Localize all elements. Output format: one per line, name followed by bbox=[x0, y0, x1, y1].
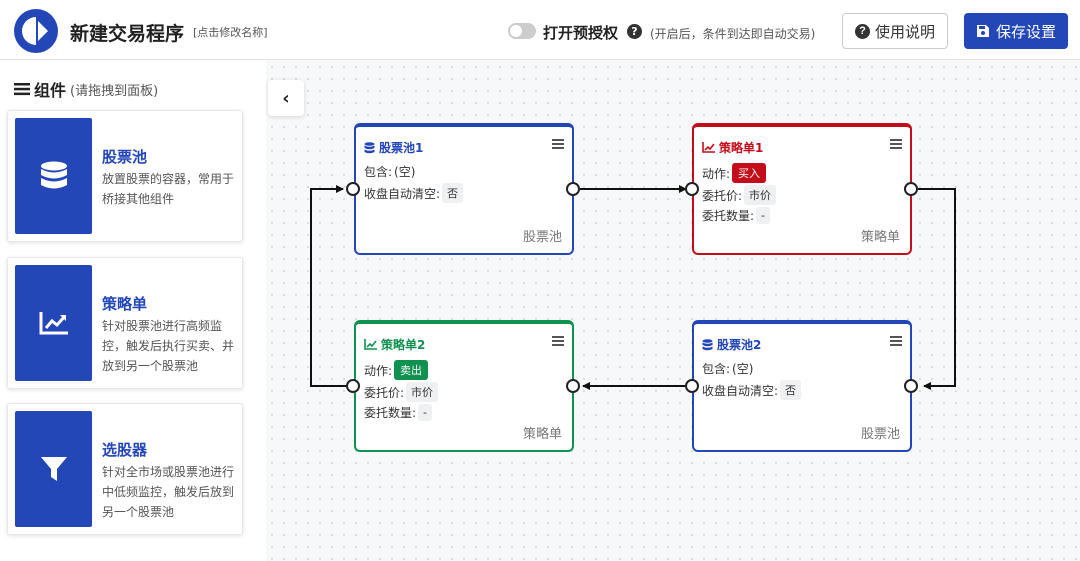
component-card-strategy[interactable]: 策略单 针对股票池进行高频监控，触发后执行买卖、并放到另一个股票池 bbox=[7, 257, 243, 389]
quantity-value[interactable]: - bbox=[756, 207, 771, 224]
action-value-sell[interactable]: 卖出 bbox=[394, 360, 429, 380]
node-strategy-2[interactable]: 策略单2 动作: 卖出 委托价: 市价 委托数量: - 策略单 bbox=[354, 320, 574, 452]
guide-button[interactable]: ? 使用说明 bbox=[842, 13, 948, 49]
component-sidebar: 组件 (请拖拽到面板) 股票池 放置股票的容器，常用于桥接其他组件 策略单 针对… bbox=[0, 61, 266, 561]
component-name: 股票池 bbox=[102, 148, 148, 166]
guide-button-label: 使用说明 bbox=[874, 23, 935, 41]
action-label: 动作: bbox=[702, 166, 731, 181]
database-icon bbox=[702, 338, 713, 350]
chevron-left-icon: ‹ bbox=[282, 87, 290, 109]
input-port[interactable] bbox=[685, 379, 699, 393]
node-type-label: 策略单 bbox=[860, 230, 900, 245]
input-port[interactable] bbox=[346, 182, 360, 196]
preauth-label: 打开预授权 bbox=[543, 24, 619, 42]
output-port[interactable] bbox=[904, 379, 918, 393]
floppy-disk-icon bbox=[976, 25, 989, 37]
collapse-sidebar-button[interactable]: ‹ bbox=[268, 80, 304, 116]
node-stock-pool-1[interactable]: 股票池1 包含: (空) 收盘自动清空: 否 股票池 bbox=[354, 123, 574, 255]
auto-clear-value[interactable]: 否 bbox=[780, 380, 802, 400]
node-strategy-1[interactable]: 策略单1 动作: 买入 委托价: 市价 委托数量: - 策略单 bbox=[692, 123, 912, 255]
quantity-value[interactable]: - bbox=[418, 404, 433, 421]
preauth-hint: (开启后，条件到达即自动交易) bbox=[650, 27, 816, 41]
line-chart-icon bbox=[364, 339, 377, 350]
component-card-stock-pool[interactable]: 股票池 放置股票的容器，常用于桥接其他组件 bbox=[7, 110, 243, 242]
preauth-toggle[interactable] bbox=[508, 23, 536, 39]
component-card-stock-picker[interactable]: 选股器 针对全市场或股票池进行中低频监控，触发后放到另一个股票池 bbox=[7, 403, 243, 535]
list-icon bbox=[14, 83, 30, 96]
quantity-label: 委托数量: bbox=[364, 406, 417, 420]
contains-label: 包含: bbox=[702, 362, 731, 376]
node-title: 策略单1 bbox=[719, 141, 764, 155]
node-type-label: 股票池 bbox=[860, 427, 900, 442]
input-port[interactable] bbox=[566, 379, 580, 393]
price-value[interactable]: 市价 bbox=[744, 185, 777, 205]
contains-label: 包含: bbox=[364, 165, 393, 179]
auto-clear-label: 收盘自动清空: bbox=[364, 186, 441, 201]
hamburger-menu-icon[interactable] bbox=[552, 139, 564, 149]
rename-hint[interactable]: [点击修改名称] bbox=[193, 26, 268, 39]
price-value[interactable]: 市价 bbox=[406, 382, 439, 402]
quantity-label: 委托数量: bbox=[702, 209, 755, 223]
sidebar-header: 组件 (请拖拽到面板) bbox=[14, 77, 158, 101]
node-title: 策略单2 bbox=[381, 338, 426, 352]
node-stock-pool-2[interactable]: 股票池2 包含: (空) 收盘自动清空: 否 股票池 bbox=[692, 320, 912, 452]
filter-icon bbox=[40, 457, 67, 481]
database-icon bbox=[364, 141, 375, 153]
hamburger-menu-icon[interactable] bbox=[890, 139, 902, 149]
app-title[interactable]: 新建交易程序 bbox=[70, 23, 185, 45]
question-circle-icon[interactable]: ? bbox=[627, 24, 642, 39]
sidebar-title-hint: (请拖拽到面板) bbox=[70, 83, 159, 99]
contains-value: (空) bbox=[394, 165, 416, 179]
node-type-label: 股票池 bbox=[522, 230, 562, 245]
hamburger-menu-icon[interactable] bbox=[890, 336, 902, 346]
node-title: 股票池2 bbox=[717, 338, 762, 352]
save-settings-label: 保存设置 bbox=[995, 23, 1056, 41]
component-desc: 针对股票池进行高频监控，触发后执行买卖、并放到另一个股票池 bbox=[102, 319, 235, 373]
app-logo-icon bbox=[14, 9, 58, 53]
hamburger-menu-icon[interactable] bbox=[552, 336, 564, 346]
database-icon bbox=[40, 161, 67, 189]
save-settings-button[interactable]: 保存设置 bbox=[964, 13, 1068, 49]
auto-clear-value[interactable]: 否 bbox=[442, 183, 464, 203]
component-desc: 放置股票的容器，常用于桥接其他组件 bbox=[102, 172, 235, 206]
component-name: 策略单 bbox=[102, 295, 148, 313]
sidebar-title: 组件 bbox=[34, 81, 67, 100]
output-port[interactable] bbox=[566, 182, 580, 196]
node-title: 股票池1 bbox=[379, 141, 424, 155]
component-desc: 针对全市场或股票池进行中低频监控，触发后放到另一个股票池 bbox=[102, 465, 235, 519]
line-chart-icon bbox=[39, 312, 68, 335]
action-value-buy[interactable]: 买入 bbox=[732, 163, 767, 183]
auto-clear-label: 收盘自动清空: bbox=[702, 383, 779, 398]
contains-value: (空) bbox=[732, 362, 754, 376]
line-chart-icon bbox=[702, 142, 715, 153]
output-port[interactable] bbox=[904, 182, 918, 196]
node-type-label: 策略单 bbox=[522, 427, 562, 442]
input-port[interactable] bbox=[685, 182, 699, 196]
output-port[interactable] bbox=[346, 379, 360, 393]
price-label: 委托价: bbox=[364, 385, 405, 400]
action-label: 动作: bbox=[364, 363, 393, 378]
app-header: 新建交易程序 [点击修改名称] 打开预授权 ? (开启后，条件到达即自动交易) … bbox=[0, 0, 1080, 60]
component-name: 选股器 bbox=[102, 441, 148, 459]
question-circle-icon: ? bbox=[854, 23, 870, 39]
price-label: 委托价: bbox=[702, 188, 743, 203]
